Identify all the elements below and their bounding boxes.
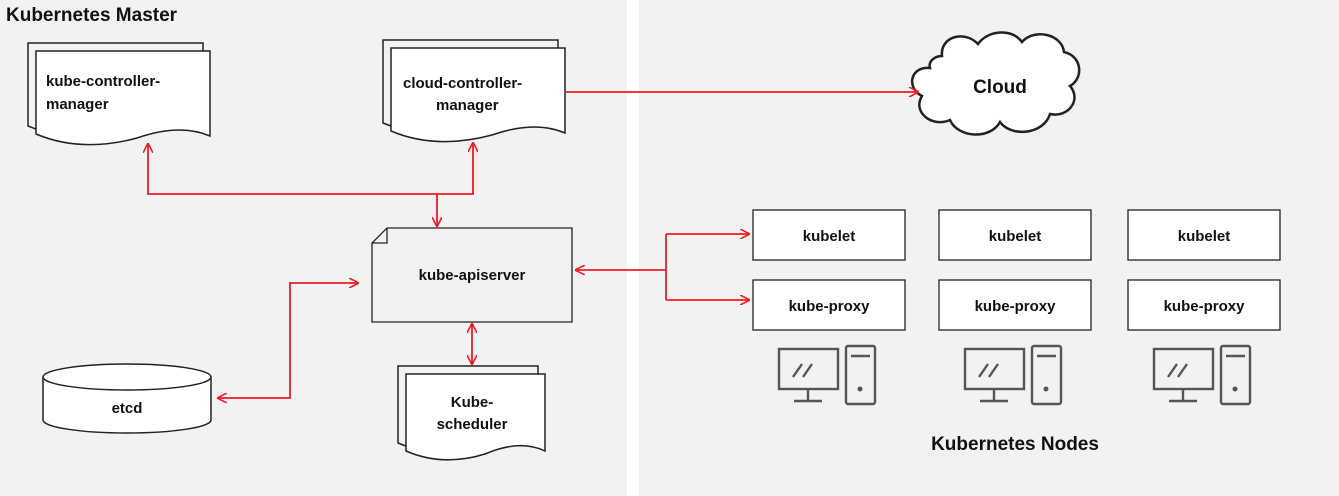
- kubelet-label: kubelet: [989, 228, 1042, 245]
- cloud-label: Cloud: [973, 77, 1027, 98]
- kube-controller-manager-label-line2: manager: [46, 96, 109, 113]
- kubelet-label: kubelet: [1178, 228, 1231, 245]
- kube-apiserver-label: kube-apiserver: [419, 267, 526, 284]
- cloud-controller-manager-box: cloud-controller- manager: [382, 39, 566, 143]
- kube-proxy-label: kube-proxy: [975, 298, 1057, 315]
- connectors: [148, 92, 918, 398]
- arrow-apiserver-to-kube-controller-manager: [148, 144, 437, 195]
- arrow-etcd-apiserver: [218, 283, 358, 398]
- kube-proxy-box: [938, 279, 1092, 331]
- kubelet-box: [938, 209, 1092, 261]
- etcd-cylinder: etcd: [42, 363, 212, 434]
- computer-icon: [777, 344, 877, 406]
- kubelet-label: kubelet: [803, 228, 856, 245]
- kube-scheduler-label-line1: Kube-: [451, 394, 494, 411]
- computer-icon: [963, 344, 1063, 406]
- kube-scheduler-box: Kube- scheduler: [397, 365, 546, 461]
- kubelet-box: [752, 209, 906, 261]
- master-title: Kubernetes Master: [6, 5, 178, 26]
- node-1: kubelet kube-proxy: [752, 209, 906, 406]
- nodes-title: Kubernetes Nodes: [931, 434, 1099, 455]
- kubelet-box: [1127, 209, 1281, 261]
- kube-scheduler-label-line2: scheduler: [437, 416, 508, 433]
- node-2: kubelet kube-proxy: [938, 209, 1092, 406]
- computer-icon: [1152, 344, 1252, 406]
- etcd-label: etcd: [112, 400, 143, 417]
- cloud-controller-manager-label-line1: cloud-controller-: [403, 75, 522, 92]
- kube-controller-manager-label-line1: kube-controller-: [46, 73, 160, 90]
- kube-proxy-label: kube-proxy: [789, 298, 871, 315]
- arrow-apiserver-to-cloud-controller-manager: [437, 143, 473, 195]
- node-3: kubelet kube-proxy: [1127, 209, 1281, 406]
- kube-proxy-box: [1127, 279, 1281, 331]
- kube-controller-manager-box: kube-controller- manager: [27, 42, 211, 146]
- kube-proxy-label: kube-proxy: [1164, 298, 1246, 315]
- kube-proxy-box: [752, 279, 906, 331]
- kube-apiserver-box: kube-apiserver: [371, 227, 573, 323]
- cloud-controller-manager-label-line2: manager: [436, 97, 499, 114]
